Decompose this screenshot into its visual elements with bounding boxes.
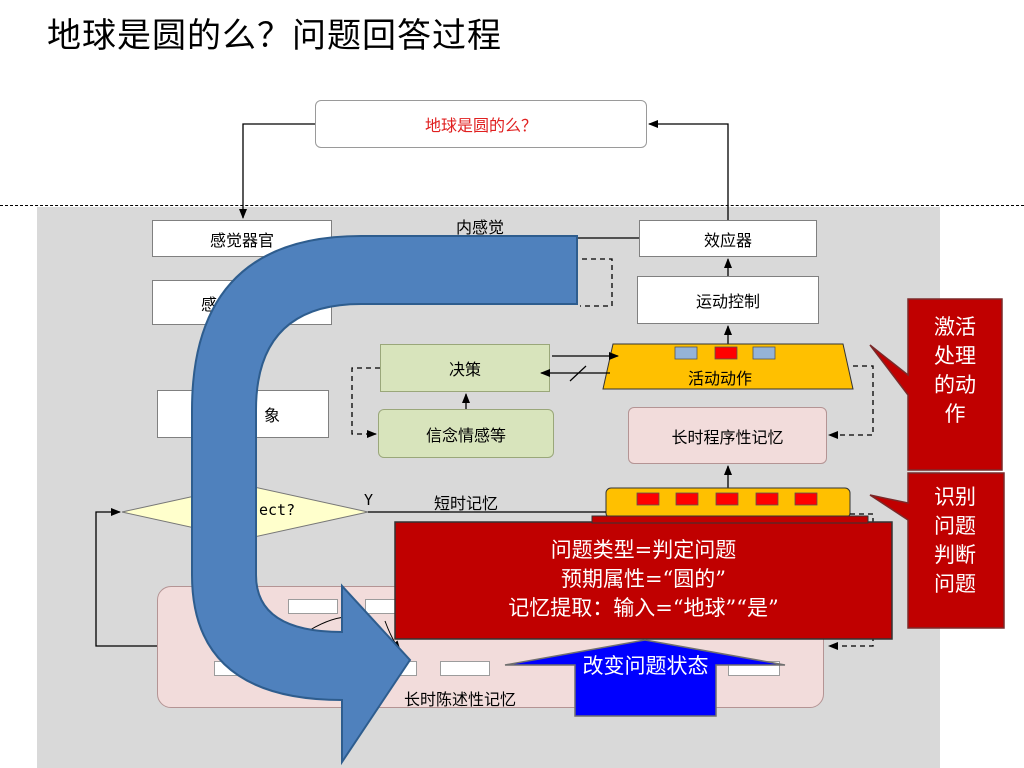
activity-action-shape [602,343,854,390]
declarative-memory-label: 长时陈述性记忆 [404,690,517,709]
decision-box: 决策 [380,344,550,392]
stm-slot [675,492,699,506]
action-slot-red [714,346,738,360]
question-state-top-edge [591,515,869,524]
connector-question-to-sense [239,123,315,219]
yes-label: Y [364,491,374,509]
action-slot-blue [674,346,698,360]
stm-slot [794,492,818,506]
short-term-memory-label: 短时记忆 [434,494,499,513]
connector-feedback-loop [95,508,157,647]
memory-retrieval-line: 记忆提取：输入=“地球”“是” [508,596,779,620]
stm-slot [715,492,739,506]
belief-emotion-box: 信念情感等 [378,409,554,458]
connector-activity-procedural-dashed [828,365,874,439]
boundary-dashed-line [0,205,1024,206]
action-slot-blue [752,346,776,360]
change-state-arrow-shape [504,639,786,717]
expected-attribute-line: 预期属性=“圆的” [560,567,727,591]
big-u-turn-arrow [191,235,578,766]
connector-ltm-dashed [828,600,874,650]
change-state-text: 改变问题状态 [582,654,709,678]
connector-stm-dashed [850,513,874,528]
correct-label: ect? [259,501,296,519]
memory-slot [288,599,338,614]
inner-sense-label: 内感觉 [456,218,505,237]
stm-slot [755,492,779,506]
question-state-text: 问题类型=判定问题 预期属性=“圆的” 记忆提取：输入=“地球”“是” [395,536,892,623]
effector-box: 效应器 [639,220,817,257]
question-box: 地球是圆的么？ [315,100,647,148]
question-text: 地球是圆的么？ [424,116,537,135]
connector-inner-dashed [580,258,613,307]
question-type-line: 问题类型=判定问题 [550,538,737,562]
recognize-callout-text: 识别问题判断问题 [934,485,976,596]
slash-mark [569,365,587,382]
memory-slot [440,661,490,676]
activity-action-label: 活动动作 [688,369,753,388]
motor-control-box: 运动控制 [637,276,819,324]
procedural-memory-box: 长时程序性记忆 [628,407,827,464]
connector-effector-to-question [648,120,729,220]
activate-callout-shape [869,298,1003,471]
slide-title: 地球是圆的么？问题回答过程 [47,16,502,56]
connector-decision-belief-dashed [351,367,380,438]
question-state-box [394,521,893,640]
recognize-callout-shape [869,472,1005,629]
activate-callout-text: 激活处理的动作 [934,315,976,426]
stm-slot [636,492,660,506]
